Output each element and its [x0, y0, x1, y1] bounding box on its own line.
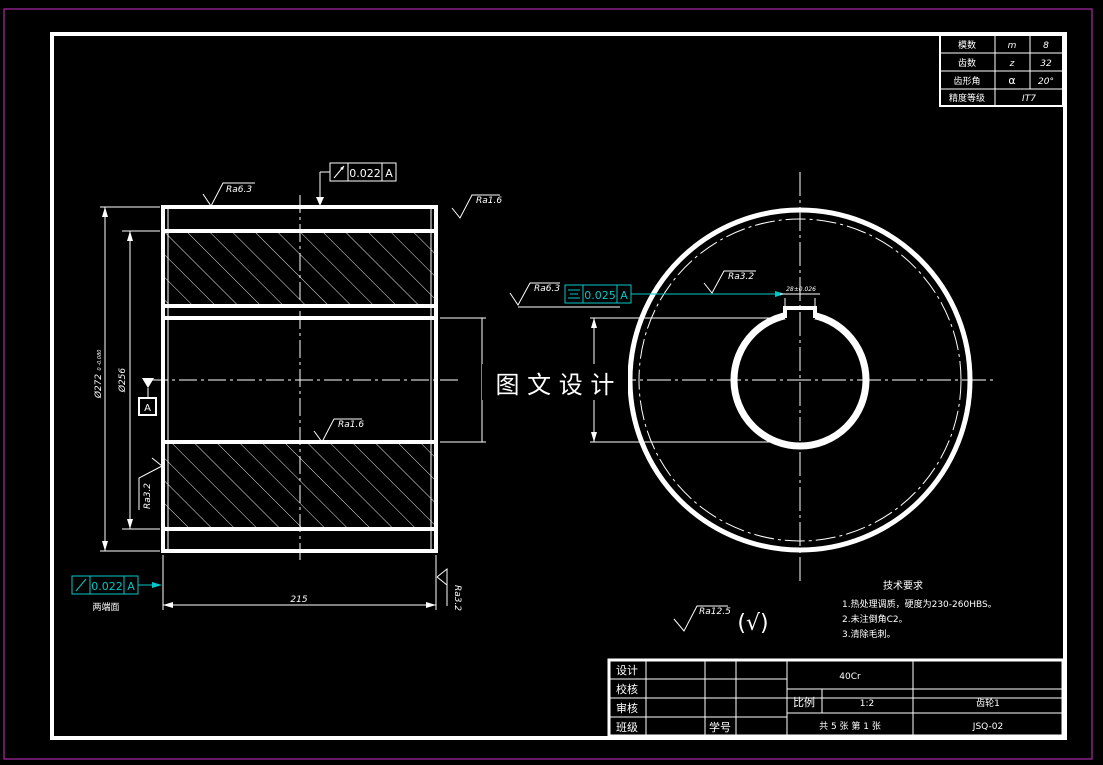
- param-value-3: IT7: [1022, 94, 1036, 104]
- tech-item-1: 1.热处理调质，硬度为230-260HBS。: [842, 598, 997, 610]
- ra-right-face: Ra3.2: [452, 585, 462, 611]
- ra-general: Ra12.5: [699, 607, 731, 617]
- tech-title: 技术要求: [883, 579, 923, 592]
- tech-item-2: 2.未注倒角C2。: [842, 613, 908, 625]
- tb-check: 校核: [616, 682, 638, 696]
- datum-a-label: A: [144, 403, 151, 414]
- tb-design: 设计: [616, 664, 638, 677]
- tol-bottom-value: 0.022: [91, 580, 123, 593]
- param-name-2: 齿形角: [953, 75, 980, 87]
- param-symbol-2: α: [1008, 74, 1015, 87]
- tech-item-3: 3.清除毛刺。: [842, 628, 896, 640]
- param-value-1: 32: [1040, 59, 1052, 69]
- tb-student-no: 学号: [709, 720, 731, 734]
- tb-scale-label: 比例: [793, 695, 815, 709]
- tb-review: 审核: [616, 701, 638, 715]
- dim-od-tol: 0 -0.080: [97, 350, 103, 371]
- ra-side-left: Ra6.3: [534, 284, 560, 294]
- both-ends-label: 两端面: [92, 601, 119, 613]
- ra-left-face: Ra3.2: [143, 483, 153, 509]
- tech-requirements: 技术要求 1.热处理调质，硬度为230-260HBS。 2.未注倒角C2。 3.…: [842, 579, 997, 640]
- tol-symmetry-datum: A: [620, 289, 628, 302]
- param-name-1: 齿数: [958, 57, 976, 69]
- general-roughness: Ra12.5 (√): [673, 605, 769, 636]
- gear-param-table: 模数 m 8 齿数 z 32 齿形角 α 20° 精度等级 IT7: [939, 34, 1064, 107]
- param-symbol-1: z: [1009, 59, 1015, 69]
- dim-od: Ø272: [93, 374, 104, 400]
- watermark-bg: [482, 364, 628, 400]
- ra-keyway: Ra3.2: [728, 272, 754, 282]
- datum-a-box: [138, 397, 157, 416]
- tb-drawing-no: JSQ-02: [972, 722, 1003, 732]
- param-value-0: 8: [1043, 41, 1049, 51]
- tb-scale-value: 1:2: [860, 699, 874, 709]
- param-symbol-0: m: [1008, 41, 1017, 51]
- title-block: 设计 校核 审核 班级 学号 40Cr 比例 1:2 齿轮1 共 5 张 第 1…: [607, 658, 1065, 738]
- tol-top-value: 0.022: [349, 167, 381, 180]
- ra-bore: Ra1.6: [338, 420, 364, 430]
- dim-id: Ø256: [117, 368, 128, 394]
- ra-top-right: Ra1.6: [476, 196, 502, 206]
- tb-part-name: 齿轮1: [976, 697, 1000, 709]
- tb-material: 40Cr: [839, 672, 861, 682]
- param-name-0: 模数: [958, 39, 976, 51]
- side-view: Ra6.3 0.025 A Ra3.2 28±0.026: [509, 172, 995, 582]
- tol-symmetry-value: 0.025: [584, 289, 616, 302]
- param-value-2: 20°: [1038, 77, 1054, 87]
- front-view: 0.022 A Ra6.3 Ra1.6 Ra1.6 Ra3.2 Ra3.2 Ø2…: [71, 162, 502, 613]
- keyway-width-dim: 28±0.026: [786, 286, 816, 293]
- sheet-outer-frame: [3, 8, 1093, 760]
- tol-bottom-datum: A: [127, 580, 135, 593]
- tb-class: 班级: [616, 721, 638, 734]
- sheet-inner-frame: [50, 32, 1067, 740]
- ra-top-left: Ra6.3: [226, 185, 252, 195]
- tol-top-datum: A: [385, 167, 393, 180]
- tb-sheets: 共 5 张 第 1 张: [819, 720, 881, 732]
- param-name-3: 精度等级: [949, 92, 985, 104]
- dim-length: 215: [290, 595, 307, 605]
- ra-general-suffix: (√): [737, 611, 768, 636]
- watermark-text: 图 文 设 计: [496, 371, 615, 399]
